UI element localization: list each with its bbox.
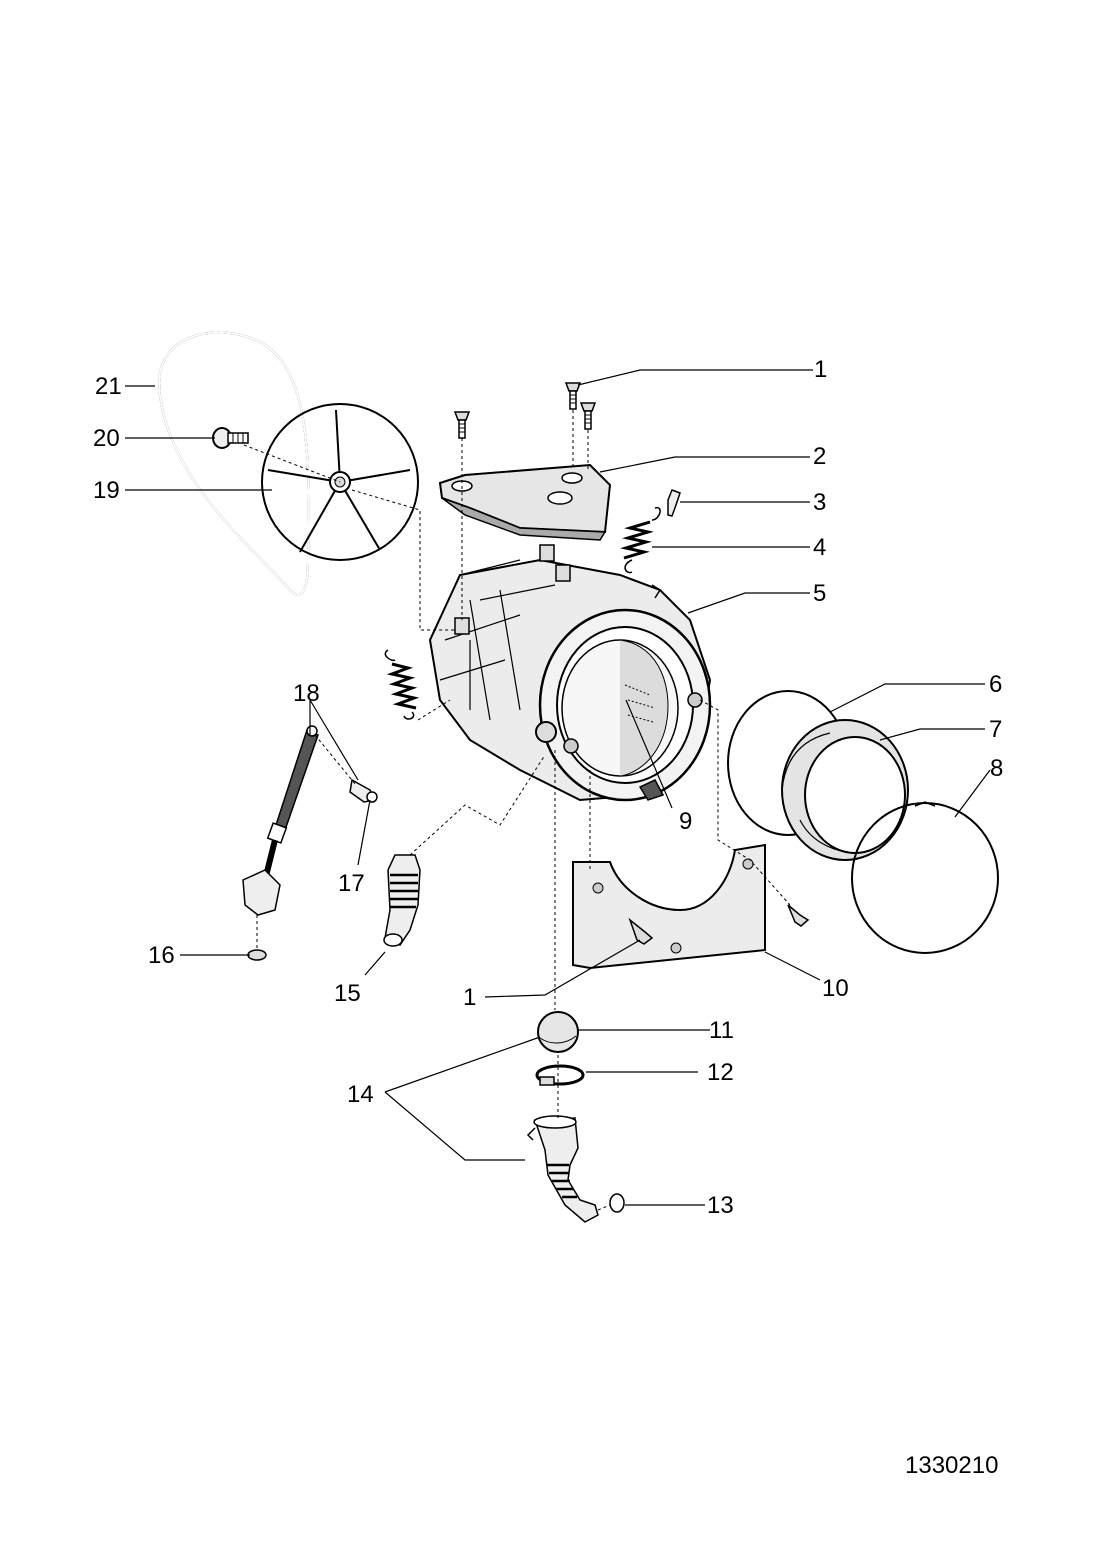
hose-clip	[609, 1193, 625, 1213]
tub-drain-bellows-hose	[383, 854, 421, 947]
callout-5: 5	[813, 580, 826, 607]
diagram-reference-number: 1330210	[905, 1452, 999, 1479]
gasket-clamp-ring	[851, 801, 999, 954]
door-gasket	[781, 719, 909, 861]
callout-18: 18	[293, 680, 320, 707]
callout-6: 6	[989, 671, 1002, 698]
pulley-bolt	[212, 427, 249, 449]
callout-8: 8	[990, 755, 1003, 782]
callout-21: 21	[95, 373, 122, 400]
callout-2: 2	[813, 443, 826, 470]
callout-3: 3	[813, 489, 826, 516]
callout-19: 19	[93, 477, 120, 504]
plate-screw-left	[628, 917, 654, 945]
callout-16: 16	[148, 942, 175, 969]
callout-20: 20	[93, 425, 120, 452]
hose-clamp	[535, 1064, 585, 1086]
shock-absorber	[242, 725, 319, 916]
plate-screw-right	[787, 904, 810, 927]
shock-washer	[247, 949, 267, 961]
callout-9: 9	[679, 808, 692, 835]
callout-15: 15	[334, 980, 361, 1007]
callout-4: 4	[813, 534, 826, 561]
callout-1-top: 1	[814, 356, 827, 383]
callout-14: 14	[347, 1081, 374, 1108]
callout-10: 10	[822, 975, 849, 1002]
sump-hose	[526, 1115, 599, 1223]
spring-hook	[667, 489, 681, 517]
leader-lines	[125, 369, 991, 1206]
tub-assembly	[428, 544, 712, 802]
tub-screws	[453, 382, 597, 439]
callout-12: 12	[707, 1059, 734, 1086]
front-counterweight-plate	[572, 843, 810, 970]
assembly-guide-lines	[243, 410, 791, 1211]
callout-7: 7	[989, 716, 1002, 743]
shock-absorber-pin	[349, 778, 378, 803]
callout-11: 11	[709, 1017, 734, 1044]
drive-belt	[158, 331, 310, 596]
suspension-spring-left	[384, 649, 420, 720]
callout-1-bottom: 1	[463, 984, 476, 1011]
callout-17: 17	[338, 870, 365, 897]
drain-ball	[537, 1011, 579, 1053]
counterweight	[438, 463, 612, 541]
suspension-spring-right	[620, 506, 661, 574]
callout-13: 13	[707, 1192, 734, 1219]
